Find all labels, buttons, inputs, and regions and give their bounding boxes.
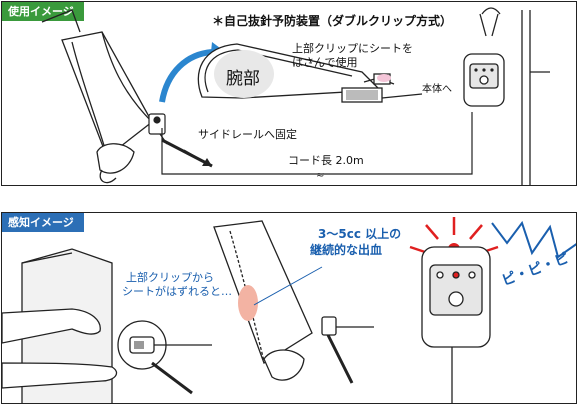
clip-note-line1: 上部クリップにシートを (292, 42, 413, 55)
stand (479, 7, 550, 185)
arm-closeup (197, 43, 423, 103)
cord-length-label: コード長 2.0m (288, 154, 364, 167)
lower-clip (148, 113, 168, 145)
arm-with-sheet (41, 9, 153, 184)
main-unit-alarm (421, 246, 491, 403)
bleed-line2: 継続的な出血 (310, 243, 383, 257)
bleed-line1: 3～5cc 以上の (318, 227, 402, 241)
detect-panel: 感知イメージ (1, 212, 577, 404)
to-unit-label: 本体へ (422, 84, 452, 95)
usage-panel: 使用イメージ ≈ (1, 1, 577, 186)
usage-tag: 使用イメージ (2, 2, 84, 21)
zoom-arrow (159, 49, 213, 103)
sound-burst (491, 220, 576, 259)
arm-with-bleed (213, 220, 374, 384)
clip-off-line2: シートがはずれると… (122, 285, 232, 298)
main-unit (463, 53, 505, 107)
rail-label: サイドレールへ固定 (198, 128, 297, 141)
usage-title: ＊自己抜針予防装置（ダブルクリップ方式） (212, 14, 453, 28)
bleed-callout-line (253, 266, 323, 306)
hands (2, 308, 118, 389)
arm-label: 腕部 (226, 69, 260, 89)
dropped-clip (117, 320, 212, 395)
usage-illustration: ≈ (41, 7, 550, 185)
detect-tag: 感知イメージ (2, 213, 84, 232)
svg-text:≈: ≈ (316, 170, 324, 181)
main-cord (161, 112, 473, 175)
clip-note-line2: はさんで使用 (292, 56, 358, 69)
clip-off-line1: 上部クリップから (126, 271, 214, 284)
detect-illustration (2, 217, 576, 403)
